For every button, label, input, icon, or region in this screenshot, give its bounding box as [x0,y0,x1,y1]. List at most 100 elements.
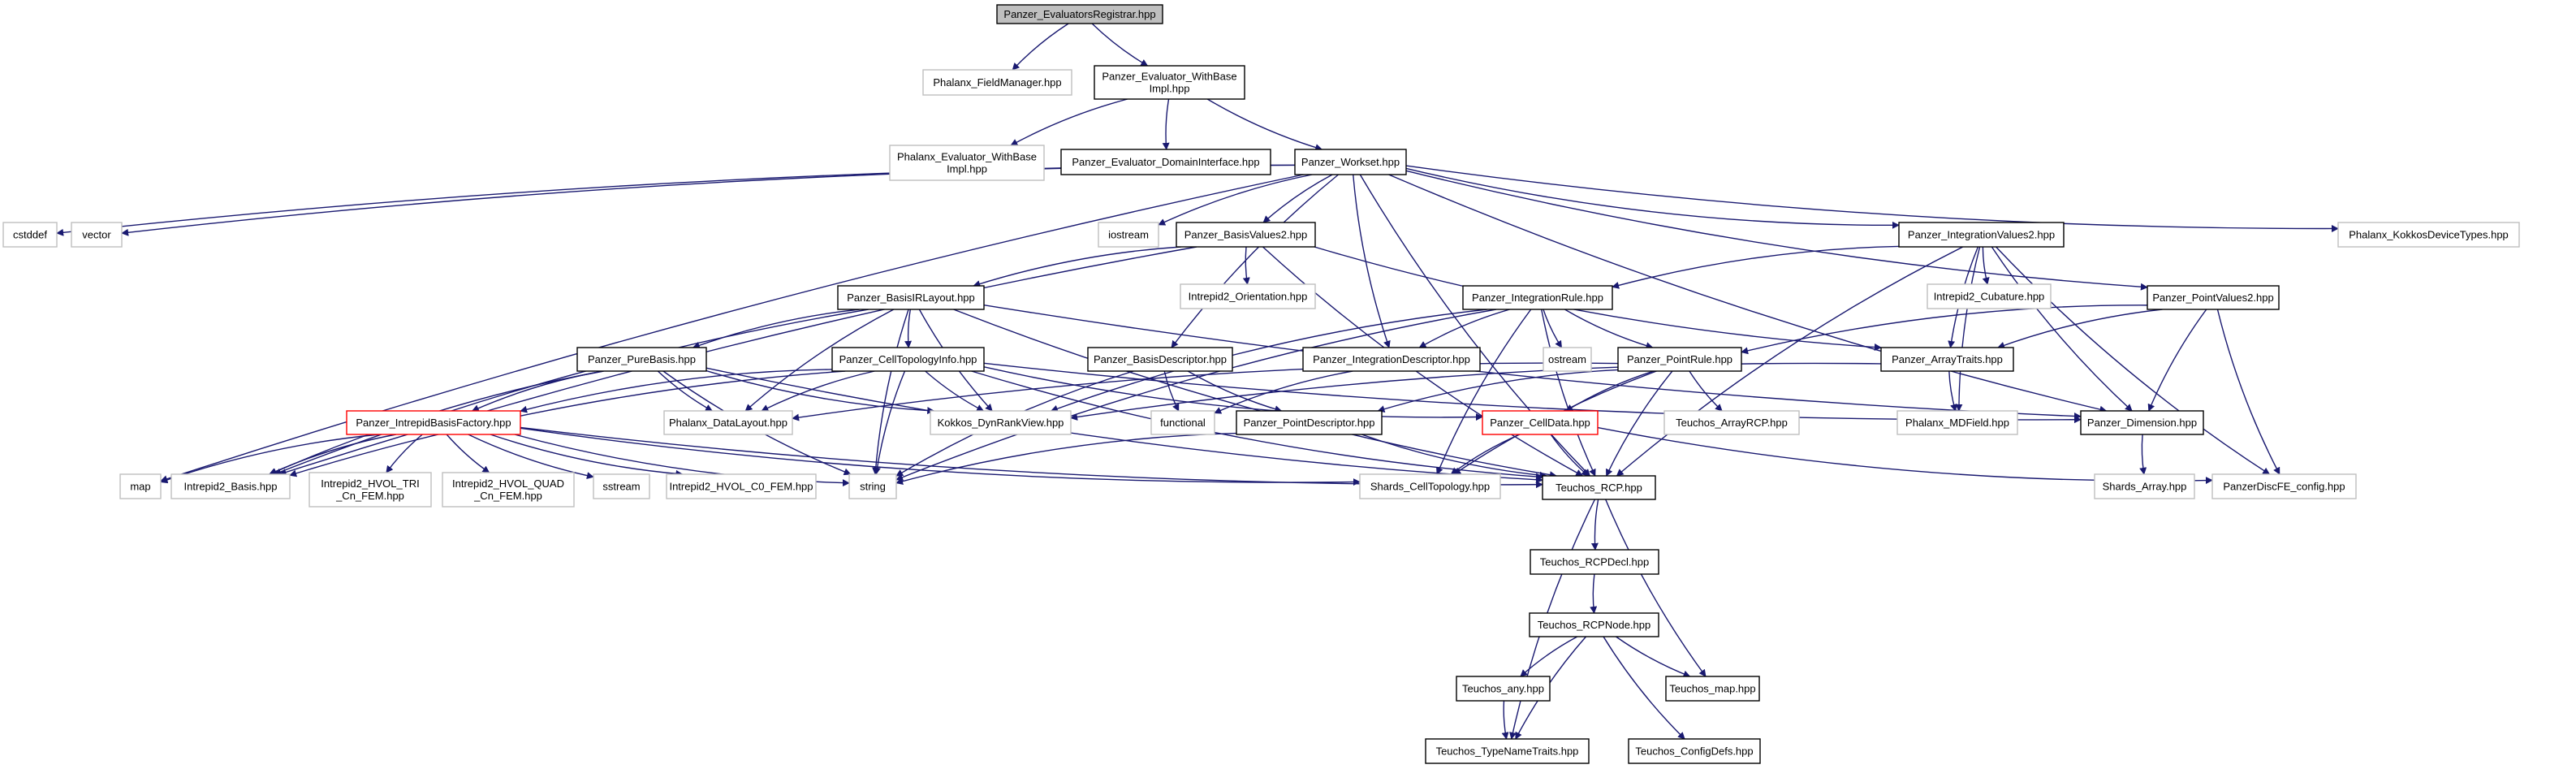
node-label: Phalanx_DataLayout.hpp [669,417,787,429]
node-shardscelltopo: Shards_CellTopology.hpp [1359,473,1501,499]
edge-workset-to-kokkosdevice [1405,165,2339,233]
edge-basisirlayout-to-dimension [983,304,2082,420]
node-box-root [996,4,1163,24]
node-box-pointvalues2 [2147,285,2280,310]
node-label: vector [82,229,111,241]
node-basisirlayout[interactable]: Panzer_BasisIRLayout.hpp [837,285,985,310]
node-fieldmanager: Phalanx_FieldManager.hpp [922,69,1072,96]
node-basisvalues2[interactable]: Panzer_BasisValues2.hpp [1176,222,1316,248]
node-box-map [119,473,162,499]
node-rcpdecl[interactable]: Teuchos_RCPDecl.hpp [1530,549,1659,575]
edge-intrepidbasisfactory-to-map [160,434,380,484]
node-box-purebasis [576,347,707,372]
node-label: Intrepid2_Cubature.hpp [1934,291,2045,303]
node-celldata[interactable]: Panzer_CellData.hpp [1482,410,1599,435]
node-box-kokkosdevice [2337,222,2520,248]
node-box-integrationrule [1462,285,1613,310]
node-label: Panzer_BasisDescriptor.hpp [1094,353,1227,365]
node-label: Intrepid2_HVOL_C0_FEM.hpp [669,481,813,493]
edge-teuchosrcp-to-teuchosmap [1605,499,1707,677]
node-integrationvalues2[interactable]: Panzer_IntegrationValues2.hpp [1898,222,2065,248]
node-rcpnode[interactable]: Teuchos_RCPNode.hpp [1529,612,1659,637]
edge-evalwithbase-to-domainiface [1162,98,1170,150]
node-box-teuchosmap [1665,676,1760,702]
node-pointrule[interactable]: Panzer_PointRule.hpp [1617,347,1742,372]
node-box-teuchosarrayrcp [1663,410,1800,435]
node-label: iostream [1108,229,1149,241]
edge-pointrule-to-teuchosrcp [1605,370,1673,477]
node-label: Intrepid2_Basis.hpp [184,481,278,493]
node-integrationrule[interactable]: Panzer_IntegrationRule.hpp [1462,285,1613,310]
node-pointdescriptor[interactable]: Panzer_PointDescriptor.hpp [1236,410,1383,435]
node-label: ostream [1548,353,1586,365]
node-label: Panzer_Evaluator_WithBase [1102,71,1236,83]
node-integrationdescriptor[interactable]: Panzer_IntegrationDescriptor.hpp [1302,347,1481,372]
edge-pointrule-to-teuchosarrayrcp [1689,370,1723,412]
node-pointvalues2[interactable]: Panzer_PointValues2.hpp [2147,285,2280,310]
node-teuchosrcp[interactable]: Teuchos_RCP.hpp [1542,475,1656,500]
node-dynrankview: Kokkos_DynRankView.hpp [930,410,1072,435]
node-root[interactable]: Panzer_EvaluatorsRegistrar.hpp [996,4,1163,24]
node-teuchosany[interactable]: Teuchos_any.hpp [1456,676,1551,702]
edge-layer [56,23,2339,740]
edge-integrationvalues2-to-integrationrule [1612,245,1900,289]
edge-integrationvalues2-to-disccfg [1996,246,2271,475]
node-box-celldata [1482,410,1599,435]
node-dimension[interactable]: Panzer_Dimension.hpp [2080,410,2204,435]
node-domainiface[interactable]: Panzer_Evaluator_DomainInterface.hpp [1060,149,1271,175]
node-layer: Panzer_EvaluatorsRegistrar.hppPhalanx_Fi… [2,4,2520,764]
node-workset[interactable]: Panzer_Workset.hpp [1294,149,1407,175]
edge-workset-to-iostream [1158,174,1313,226]
edge-rcpnode-to-configdefs [1603,636,1685,740]
node-label: Panzer_BasisValues2.hpp [1184,229,1308,241]
edge-pointrule-to-pointdescriptor [1377,369,1619,413]
node-box-basisirlayout [837,285,985,310]
node-box-orientation [1180,283,1316,309]
edge-rcpnode-to-teuchosany [1520,636,1578,677]
node-purebasis[interactable]: Panzer_PureBasis.hpp [576,347,707,372]
node-label: Impl.hpp [1150,83,1190,95]
node-label: Panzer_CellData.hpp [1490,417,1590,429]
edge-pointdescriptor-to-string [895,432,1237,485]
edge-evalwithbase-to-phxwithbase [1010,98,1128,146]
edge-workset-to-dimension [1388,174,2108,413]
edge-purebasis-to-intrepidbasisfactory [471,370,603,412]
node-celltopoinfo[interactable]: Panzer_CellTopologyInfo.hpp [831,347,985,372]
node-configdefs[interactable]: Teuchos_ConfigDefs.hpp [1628,738,1761,764]
node-label: Panzer_IntegrationRule.hpp [1472,292,1603,304]
node-label: Teuchos_map.hpp [1669,683,1755,695]
node-label: _Cn_FEM.hpp [335,490,404,502]
node-basisdescriptor[interactable]: Panzer_BasisDescriptor.hpp [1087,347,1233,372]
node-label: Teuchos_ConfigDefs.hpp [1635,745,1753,758]
node-arraytraits[interactable]: Panzer_ArrayTraits.hpp [1880,347,2014,372]
node-box-dynrankview [930,410,1072,435]
node-label: Intrepid2_HVOL_QUAD [452,477,564,490]
edge-basisvalues2-to-orientation [1242,246,1250,285]
edge-celltopoinfo-to-intrepid2basis [289,370,846,477]
node-box-datalayout [663,410,793,435]
node-label: Panzer_Workset.hpp [1301,156,1400,168]
node-typenametraits[interactable]: Teuchos_TypeNameTraits.hpp [1425,738,1590,764]
node-intrepidbasisfactory[interactable]: Panzer_IntrepidBasisFactory.hpp [346,410,521,435]
node-label: Impl.hpp [947,163,987,175]
node-box-iostream [1098,222,1159,248]
node-box-intrepid2basis [170,473,291,499]
node-box-shardscelltopo [1359,473,1501,499]
node-label: Panzer_IntrepidBasisFactory.hpp [356,417,511,429]
node-label: Panzer_PointDescriptor.hpp [1244,417,1375,429]
node-label: functional [1160,417,1206,429]
node-box-cstddef [2,222,58,248]
edge-workset-to-map [160,174,1304,483]
node-teuchosmap[interactable]: Teuchos_map.hpp [1665,676,1760,702]
node-label: Panzer_PointValues2.hpp [2152,292,2273,304]
edge-rcpnode-to-teuchosmap [1616,636,1691,678]
node-box-hvolquad [442,472,575,508]
node-label: Phalanx_MDField.hpp [1905,417,2009,429]
node-label: string [860,481,886,493]
edge-pointrule-to-datalayout [792,362,1619,421]
edge-intrepidbasisfactory-to-shardscelltopo [520,427,1361,486]
edge-integrationrule-to-shardscelltopo [1436,309,1532,475]
node-mdfield: Phalanx_MDField.hpp [1896,410,2018,435]
edge-pointvalues2-to-disccfg [2216,309,2280,475]
